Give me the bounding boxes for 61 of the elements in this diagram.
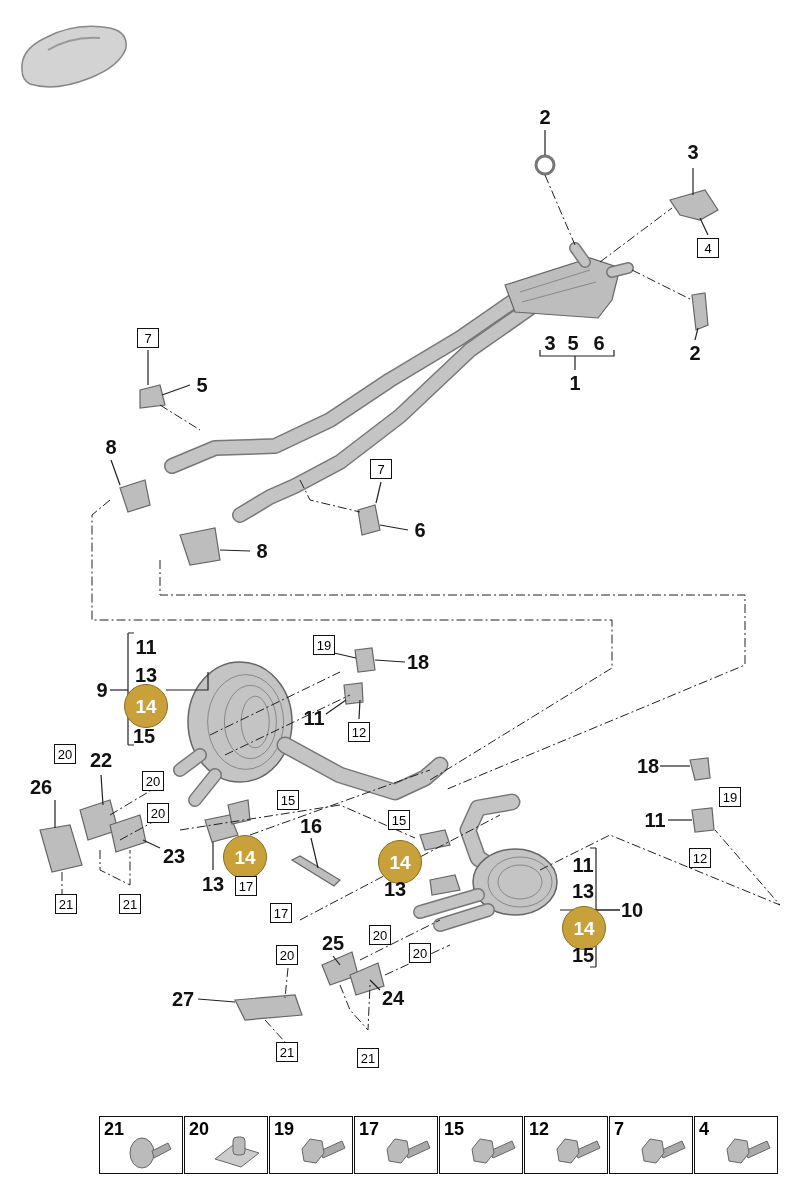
callout-number: 3 (687, 142, 699, 162)
callout-number: 21 (55, 894, 77, 914)
callout-number: 11 (303, 708, 325, 728)
callout-number: 27 (171, 989, 195, 1009)
callout-number: 7 (137, 328, 159, 348)
callout-number: 20 (147, 803, 169, 823)
callout-number: 15 (132, 726, 156, 746)
callout-number: 20 (54, 744, 76, 764)
callout-number: 16 (299, 816, 323, 836)
callout-number: 6 (593, 333, 605, 353)
callout-number: 20 (409, 943, 431, 963)
callout-number: 9 (96, 680, 108, 700)
callout-number: 8 (256, 541, 268, 561)
callout-number: 11 (644, 810, 666, 830)
callout-number: 18 (636, 756, 660, 776)
callout-number: 7 (370, 459, 392, 479)
callout-number: 3 (544, 333, 556, 353)
callout-number: 11 (135, 637, 157, 657)
callout-number: 13 (201, 874, 225, 894)
callout-number: 21 (119, 894, 141, 914)
callout-number: 6 (414, 520, 426, 540)
callout-number: 20 (276, 945, 298, 965)
part-number: 15 (444, 1120, 465, 1138)
part-number: 21 (104, 1120, 125, 1138)
callout-number: 25 (321, 933, 345, 953)
callout-number: 13 (134, 665, 158, 685)
callout-number: 8 (105, 437, 117, 457)
part-number: 12 (529, 1120, 550, 1138)
callout-number: 20 (142, 771, 164, 791)
callout-number: 17 (235, 876, 257, 896)
part-number: 19 (274, 1120, 295, 1138)
callout-number: 10 (620, 900, 644, 920)
part-number: 7 (614, 1120, 624, 1138)
callout-number: 21 (357, 1048, 379, 1068)
callout-number: 22 (89, 750, 113, 770)
callout-number: 17 (270, 903, 292, 923)
callout-number: 26 (29, 777, 53, 797)
callout-number: 15 (277, 790, 299, 810)
callout-number: 21 (276, 1042, 298, 1062)
highlighted-callout-number: 14 (223, 835, 267, 879)
part-number: 17 (359, 1120, 380, 1138)
part-number: 20 (189, 1120, 210, 1138)
callout-number: 23 (162, 846, 186, 866)
callout-number: 2 (689, 343, 701, 363)
callout-number: 19 (313, 635, 335, 655)
callout-number: 19 (719, 787, 741, 807)
callout-number: 12 (348, 722, 370, 742)
callout-number: 13 (571, 881, 595, 901)
callout-number: 20 (369, 925, 391, 945)
callout-number: 24 (381, 988, 405, 1008)
callout-number: 11 (572, 855, 594, 875)
callout-number: 4 (697, 238, 719, 258)
part-number: 4 (699, 1120, 709, 1138)
callout-number: 12 (689, 848, 711, 868)
callout-number: 5 (196, 375, 208, 395)
callout-number: 2 (539, 107, 551, 127)
callout-number: 5 (567, 333, 579, 353)
highlighted-callout-number: 14 (124, 684, 168, 728)
callout-number: 15 (388, 810, 410, 830)
callout-number: 18 (406, 652, 430, 672)
callout-number: 1 (569, 373, 581, 393)
